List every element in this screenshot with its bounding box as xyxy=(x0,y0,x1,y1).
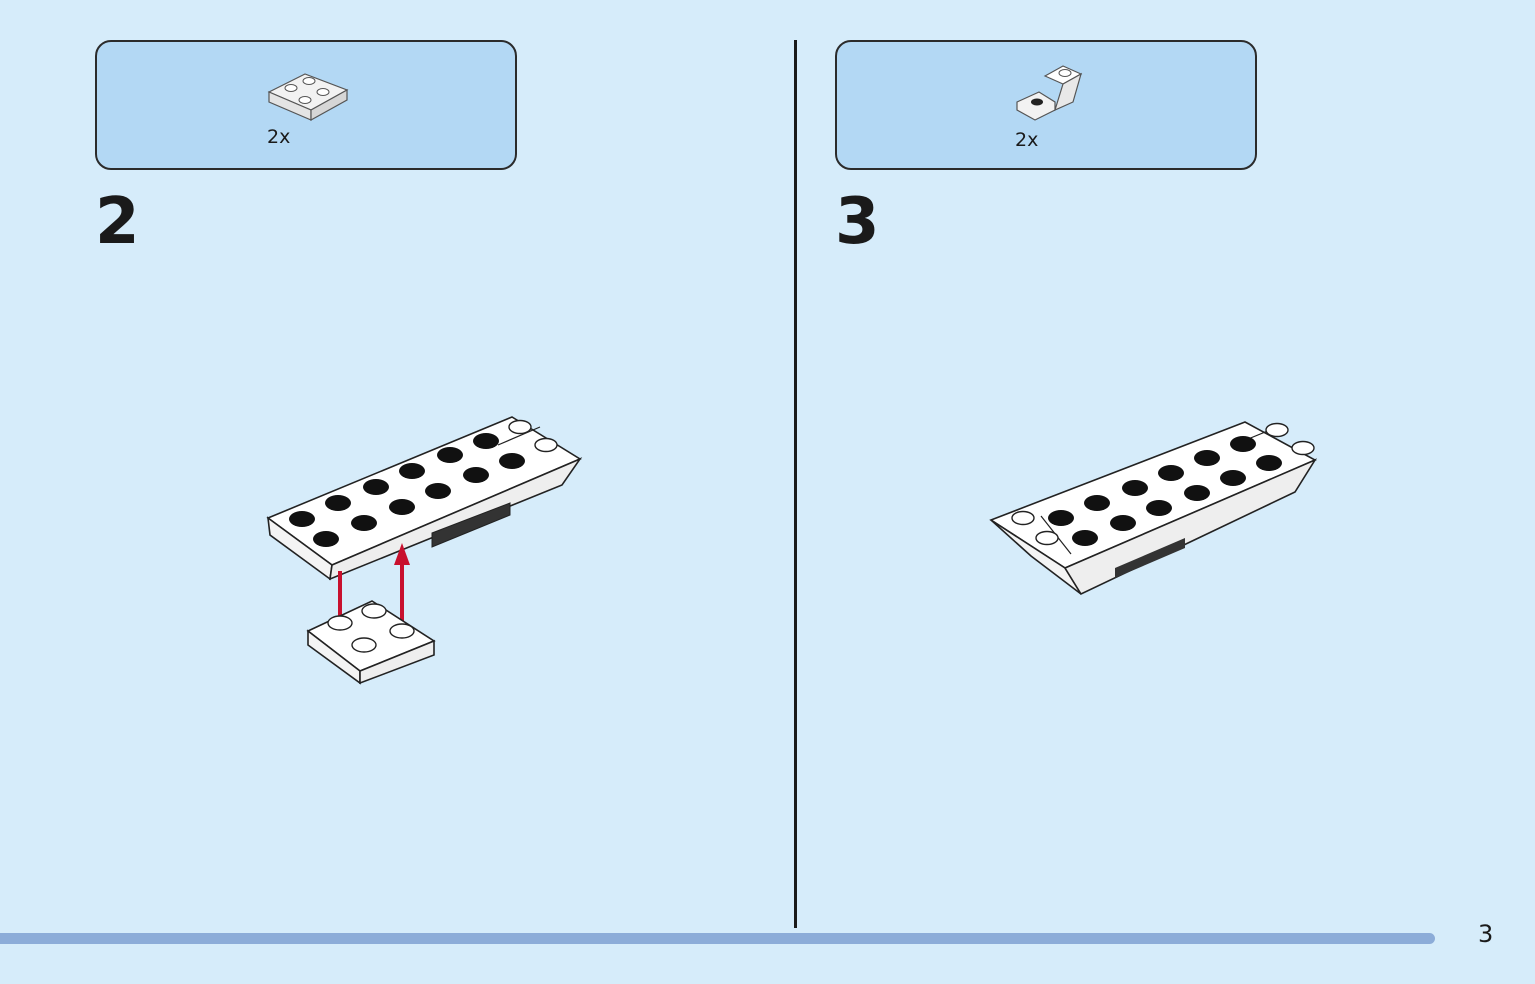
footer-bar xyxy=(0,933,1435,944)
inverted-plate-2x2-icon xyxy=(267,73,349,122)
build-illustration-step-2 xyxy=(266,416,583,685)
step-number: 3 xyxy=(835,185,880,259)
part-quantity: 2x xyxy=(267,126,291,148)
part-quantity: 2x xyxy=(1015,129,1039,151)
parts-callout-step-3: 2x xyxy=(835,40,1257,170)
build-illustration-step-3 xyxy=(989,421,1318,596)
step-number: 2 xyxy=(95,185,140,259)
inverted-slope-bracket-icon xyxy=(1016,65,1083,121)
page-number: 3 xyxy=(1478,920,1494,948)
parts-callout-step-2: 2x xyxy=(95,40,517,170)
page-divider xyxy=(794,40,797,928)
